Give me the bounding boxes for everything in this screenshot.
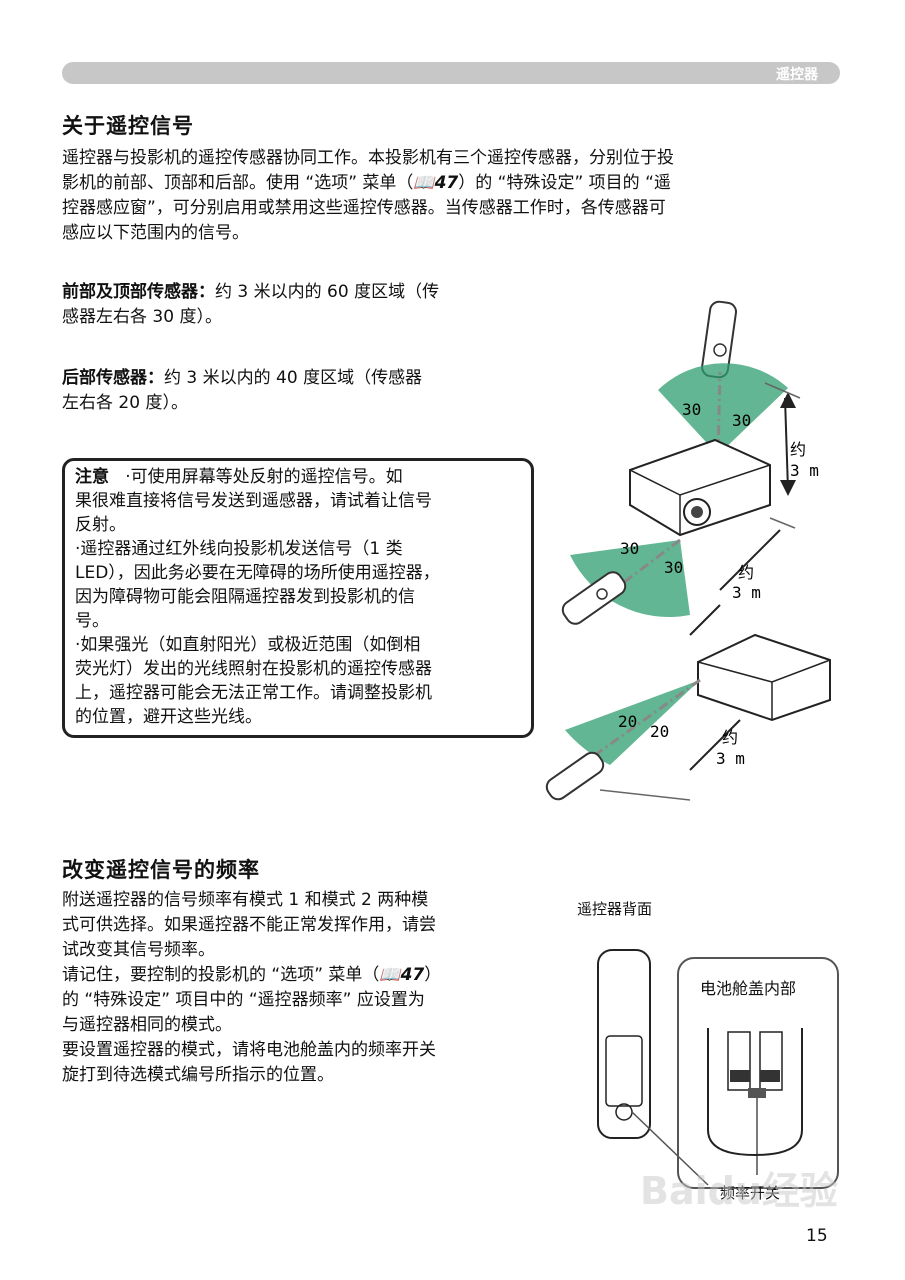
arrow-head-up	[780, 392, 796, 408]
remote-top-icon	[701, 300, 737, 379]
front-sensor-desc: 前部及顶部传感器：约 3 米以内的 60 度区域（传 感器左右各 30 度）。	[62, 282, 440, 327]
intro-line-1: 遥控器与投影机的遥控传感器协同工作。本投影机有三个遥控传感器，分别位于投	[62, 148, 674, 168]
battery-cover-label: 电池舱盖内部	[700, 979, 797, 998]
angle-top-left: 30	[682, 400, 701, 419]
top-beam-axis	[716, 371, 722, 456]
note-line-6: 因为障碍物可能会阻隔遥控器发到投影机的信	[75, 587, 415, 607]
section-label: 遥控器	[776, 67, 818, 83]
note-line-10: 上，遥控器可能会无法正常工作。请调整投影机	[75, 683, 432, 703]
note-line-9: 荧光灯）发出的光线照射在投影机的遥控传感器	[75, 659, 432, 679]
note-box: 注意 ·可使用屏幕等处反射的遥控信号。如 果很难直接将信号发送到遥感器，请试着让…	[62, 458, 534, 738]
note-line-1: 注意 ·可使用屏幕等处反射的遥控信号。如	[75, 467, 403, 487]
remote-back-label: 遥控器背面	[577, 900, 653, 918]
note-line-11: 的位置，避开这些光线。	[75, 707, 262, 727]
approx-top: 约	[790, 440, 806, 459]
battery-callout	[677, 957, 839, 1189]
projector-top-icon	[629, 438, 771, 537]
angle-rear-left: 20	[618, 712, 637, 731]
distance-arrow-top	[784, 397, 789, 491]
note-line-5: LED），因此务必要在无障碍的场所使用遥控器，	[75, 563, 440, 583]
note-line-4: ·遥控器通过红外线向投影机发送信号（1 类	[75, 539, 403, 559]
battery-compartment	[707, 1028, 803, 1157]
remote-front-icon	[561, 571, 627, 625]
front-sensor-label: 前部及顶部传感器：	[62, 282, 215, 302]
guide-line	[764, 382, 801, 399]
angle-rear-right: 20	[650, 722, 669, 741]
remote-back-icon	[597, 949, 651, 1139]
note-title: 注意	[75, 467, 109, 487]
distance-top: 3 m	[790, 461, 819, 480]
angle-front-left: 30	[620, 539, 639, 558]
intro-line-2: 影机的前部、顶部和后部。使用 “选项” 菜单（📖47）的 “特殊设定” 项目的 …	[62, 173, 671, 193]
distance-rear: 3 m	[716, 749, 745, 768]
guide-line	[769, 517, 796, 529]
page-ref[interactable]: 47	[400, 965, 425, 985]
distance-arrow-rear	[689, 719, 741, 771]
rear-sensor-beam	[565, 680, 700, 765]
remote-rear-icon	[545, 751, 605, 801]
rear-sensor-label: 后部传感器：	[62, 368, 164, 388]
angle-front-right: 30	[664, 558, 683, 577]
section2-title: 改变遥控信号的频率	[62, 858, 260, 882]
rear-beam-axis	[587, 678, 701, 762]
arrow-head-down	[780, 480, 796, 496]
book-icon: 📖	[413, 173, 435, 193]
battery-diagram	[597, 949, 839, 1189]
frequency-paragraph: 附送遥控器的信号频率有模式 1 和模式 2 两种模 式可供选择。如果遥控器不能正…	[62, 890, 442, 1085]
rear-sensor-desc: 后部传感器：约 3 米以内的 40 度区域（传感器 左右各 20 度）。	[62, 368, 423, 413]
frequency-switch[interactable]	[748, 1088, 766, 1098]
projector-rear-icon	[697, 633, 831, 722]
intro-line-4: 感应以下范围内的信号。	[62, 223, 249, 243]
distance-front: 3 m	[732, 583, 761, 602]
frequency-switch-label: 频率开关	[720, 1184, 781, 1202]
sensor-range-diagram: 30 30 约 3 m 30 30 约 3 m 20 20 约 3 m	[545, 300, 831, 801]
page-number: 15	[806, 1226, 828, 1246]
section1-title: 关于遥控信号	[62, 114, 194, 138]
guide-line	[599, 789, 691, 801]
note-line-3: 反射。	[75, 515, 126, 535]
page-ref[interactable]: 47	[434, 173, 459, 193]
intro-paragraph: 遥控器与投影机的遥控传感器协同工作。本投影机有三个遥控传感器，分别位于投 影机的…	[62, 146, 842, 246]
approx-rear: 约	[722, 728, 738, 747]
watermark-logo: Baidu经验	[640, 1169, 838, 1213]
distance-arrow-front	[719, 529, 781, 591]
note-line-2: 果很难直接将信号发送到遥感器，请试着让信号	[75, 491, 432, 511]
note-line-8: ·如果强光（如直射阳光）或极近范围（如倒相	[75, 635, 421, 655]
approx-front: 约	[738, 563, 754, 582]
book-icon: 📖	[379, 965, 401, 985]
intro-line-3: 控器感应窗”，可分别启用或禁用这些遥控传感器。当传感器工作时，各传感器可	[62, 198, 666, 218]
note-line-7: 号。	[75, 611, 109, 631]
top-sensor-beam	[658, 363, 788, 455]
header-bar: 遥控器	[62, 62, 840, 84]
angle-top-right: 30	[732, 411, 751, 430]
